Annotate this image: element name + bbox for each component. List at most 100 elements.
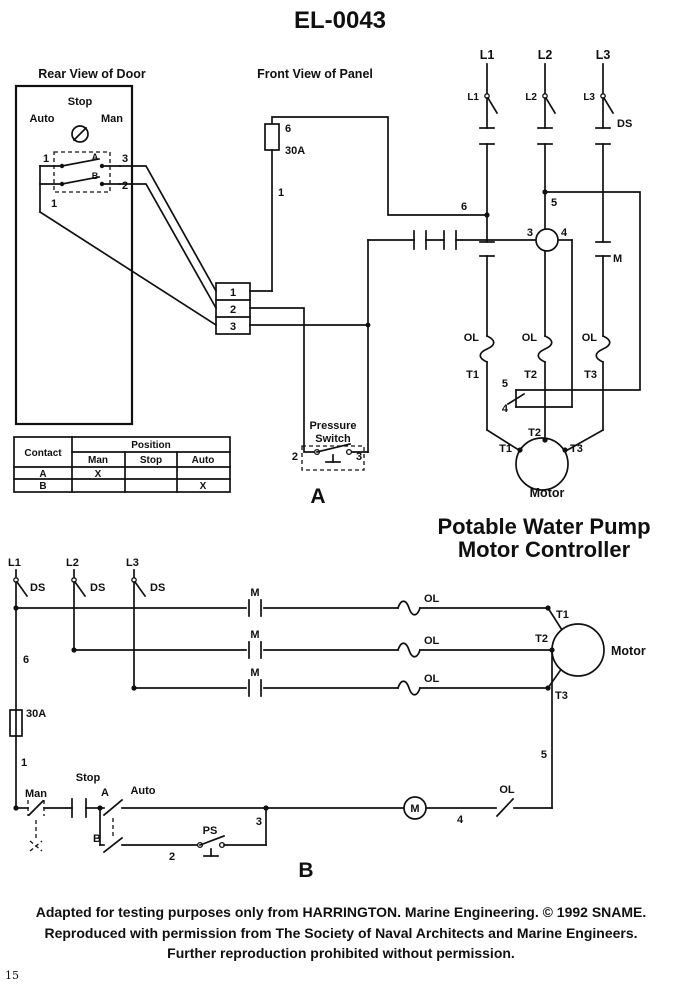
disconnect-switches-b [13, 569, 147, 689]
door-term-2: 2 [122, 180, 128, 192]
table-row-b-name: B [39, 481, 46, 492]
contact-b-label-b: B [93, 833, 101, 845]
control-rung-2 [99, 805, 269, 857]
t1-dot-b [545, 605, 551, 611]
motor-circle-a [515, 437, 569, 491]
footer: Adapted for testing purposes only from H… [5, 904, 646, 982]
contact-table: Contact Position Man Stop Auto A X B X [13, 436, 231, 493]
selector-contact-box [53, 151, 111, 193]
control-rail-b [9, 607, 23, 809]
page-number: 15 [5, 969, 19, 982]
ol-3-label-b: OL [424, 673, 440, 685]
coil-m-label-b: M [410, 803, 419, 815]
motor-t2-label-a: T2 [528, 427, 541, 439]
selector-stop-label: Stop [68, 96, 93, 108]
section-b-label: B [298, 859, 313, 882]
wire-3-route [249, 230, 537, 453]
motor-label-a: Motor [530, 486, 565, 500]
power-circuit-a: L1 L2 L3 L1 L2 L3 DS [461, 48, 641, 500]
m-2-label-b: M [250, 629, 259, 641]
subtitle-line-1: Potable Water Pump [437, 514, 650, 539]
wire-5-route-a [506, 189, 641, 408]
ps-right-terminal [345, 448, 353, 456]
door-term-1-top: 1 [43, 153, 49, 165]
l2-label-b: L2 [66, 557, 79, 569]
man-label-b: Man [25, 788, 47, 800]
table-col-stop: Stop [140, 455, 162, 466]
rear-view-door: Rear View of Door Stop Auto Man A 1 3 [14, 67, 218, 426]
fuse-wire-1-label: 1 [278, 187, 284, 199]
ol-2-label-a: OL [522, 332, 538, 344]
door-term-3: 3 [122, 153, 128, 165]
pressure-switch-box [301, 445, 365, 471]
subtitle-line-2: Motor Controller [458, 537, 631, 562]
overloads-a [479, 334, 611, 364]
table-col-auto: Auto [192, 455, 215, 466]
t2-label-a: T2 [524, 369, 537, 381]
door-term-1-bottom: 1 [51, 198, 57, 210]
disconnect-switches-a [484, 63, 615, 115]
ol-2-label-b: OL [424, 635, 440, 647]
l2-small-label: L2 [525, 92, 537, 103]
table-position-header: Position [131, 440, 170, 451]
ps-wire-2-label: 2 [292, 451, 298, 463]
ol-1-label-a: OL [464, 332, 480, 344]
terminal-1-label: 1 [230, 287, 236, 299]
wire-6-route [271, 116, 488, 216]
wire-1-label-b: 1 [21, 757, 27, 769]
motor-t3-dot [562, 447, 568, 453]
ol-contact-label-b: OL [499, 784, 515, 796]
fuse-wire-6-label: 6 [285, 123, 291, 135]
rear-view-title: Rear View of Door [38, 67, 146, 81]
t3-label-a: T3 [584, 369, 597, 381]
ds-1-label-b: DS [30, 582, 45, 594]
wire-6-label-a: 6 [461, 201, 467, 213]
wire-2-route [249, 307, 316, 453]
m-contact-label-a: M [613, 253, 622, 265]
motor-label-b: Motor [611, 644, 646, 658]
footer-line-1: Adapted for testing purposes only from H… [36, 904, 647, 920]
m-3-label-b: M [250, 667, 259, 679]
coil-wire-3-label: 3 [527, 227, 533, 239]
wire-2-label-b: 2 [169, 851, 175, 863]
motor-t1-label-a: T1 [499, 443, 512, 455]
pressure-switch-title-1: Pressure [309, 420, 356, 432]
aux-wire-4-label: 4 [502, 403, 509, 415]
front-view-title: Front View of Panel [257, 67, 373, 81]
ds-label-a: DS [617, 118, 632, 130]
fuse-output-wire [249, 149, 273, 292]
wire-5-label-a: 5 [551, 197, 557, 209]
ps-wire-3-label: 3 [356, 451, 362, 463]
t1-label-a: T1 [466, 369, 479, 381]
phase-rails-b [13, 599, 564, 697]
coil-to-rail-wires [425, 649, 553, 818]
fuse-rating-label-b: 30A [26, 708, 46, 720]
l1-label-b: L1 [8, 557, 21, 569]
aux-wire-5-label: 5 [502, 378, 508, 390]
selector-auto-label: Auto [29, 113, 54, 125]
fuse-a-icon [264, 123, 280, 151]
m-1-label-b: M [250, 587, 259, 599]
fuse-b-icon [9, 709, 23, 737]
footer-line-3: Further reproduction prohibited without … [167, 945, 515, 961]
ds-3-label-b: DS [150, 582, 165, 594]
door-outline [14, 84, 134, 426]
line-fuses-a [479, 97, 611, 145]
section-a-label: A [310, 485, 325, 508]
contact-a-label-b: A [101, 787, 109, 799]
table-row-a-name: A [39, 469, 46, 480]
l2-top-label: L2 [538, 48, 553, 62]
coil-wire-4-label: 4 [561, 227, 568, 239]
l3-label-b: L3 [126, 557, 139, 569]
diagram-a: Rear View of Door Stop Auto Man A 1 3 [13, 48, 641, 508]
ps-label-b: PS [203, 825, 218, 837]
motor-t1-dot [517, 447, 523, 453]
contact-b-label: B [92, 171, 99, 181]
motor-t3-label-a: T3 [570, 443, 583, 455]
wire-6-junction [484, 212, 490, 218]
wire-6-label-b: 6 [23, 654, 29, 666]
t2-label-b: T2 [535, 633, 548, 645]
footer-line-2: Reproduced with permission from The Soci… [44, 925, 637, 941]
